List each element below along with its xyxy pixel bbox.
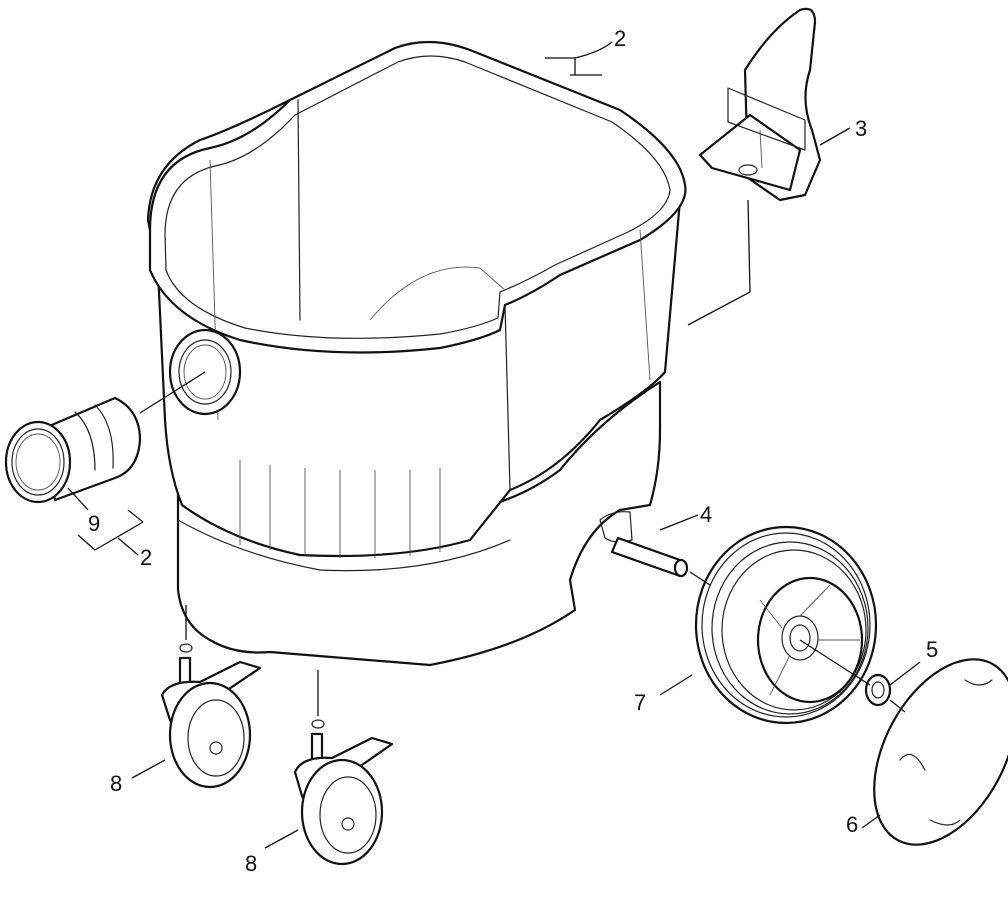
callout-7: 7	[634, 690, 646, 715]
callout-6: 6	[846, 812, 858, 837]
callout-labels: 2 3 4 5 6 7 8 8 9 2	[88, 26, 938, 876]
axle-part-4	[610, 536, 689, 578]
callout-9: 9	[88, 511, 100, 536]
callout-2-top: 2	[614, 26, 626, 51]
callout-3: 3	[855, 116, 867, 141]
callout-5: 5	[926, 637, 938, 662]
hubcap-part-6	[873, 658, 1008, 846]
callout-8-left: 8	[110, 771, 122, 796]
hose-inlet-part-9	[4, 396, 142, 504]
caster-left-part-8	[160, 643, 262, 789]
bracket-part-3	[698, 7, 822, 202]
callout-4: 4	[700, 502, 712, 527]
clip-part-5	[864, 673, 892, 707]
callout-2-left: 2	[140, 545, 152, 570]
leader-lines	[67, 41, 921, 849]
wheel-part-7	[694, 525, 878, 725]
tank-body	[146, 40, 687, 667]
caster-right-part-8	[293, 719, 394, 866]
callout-8-right: 8	[245, 851, 257, 876]
